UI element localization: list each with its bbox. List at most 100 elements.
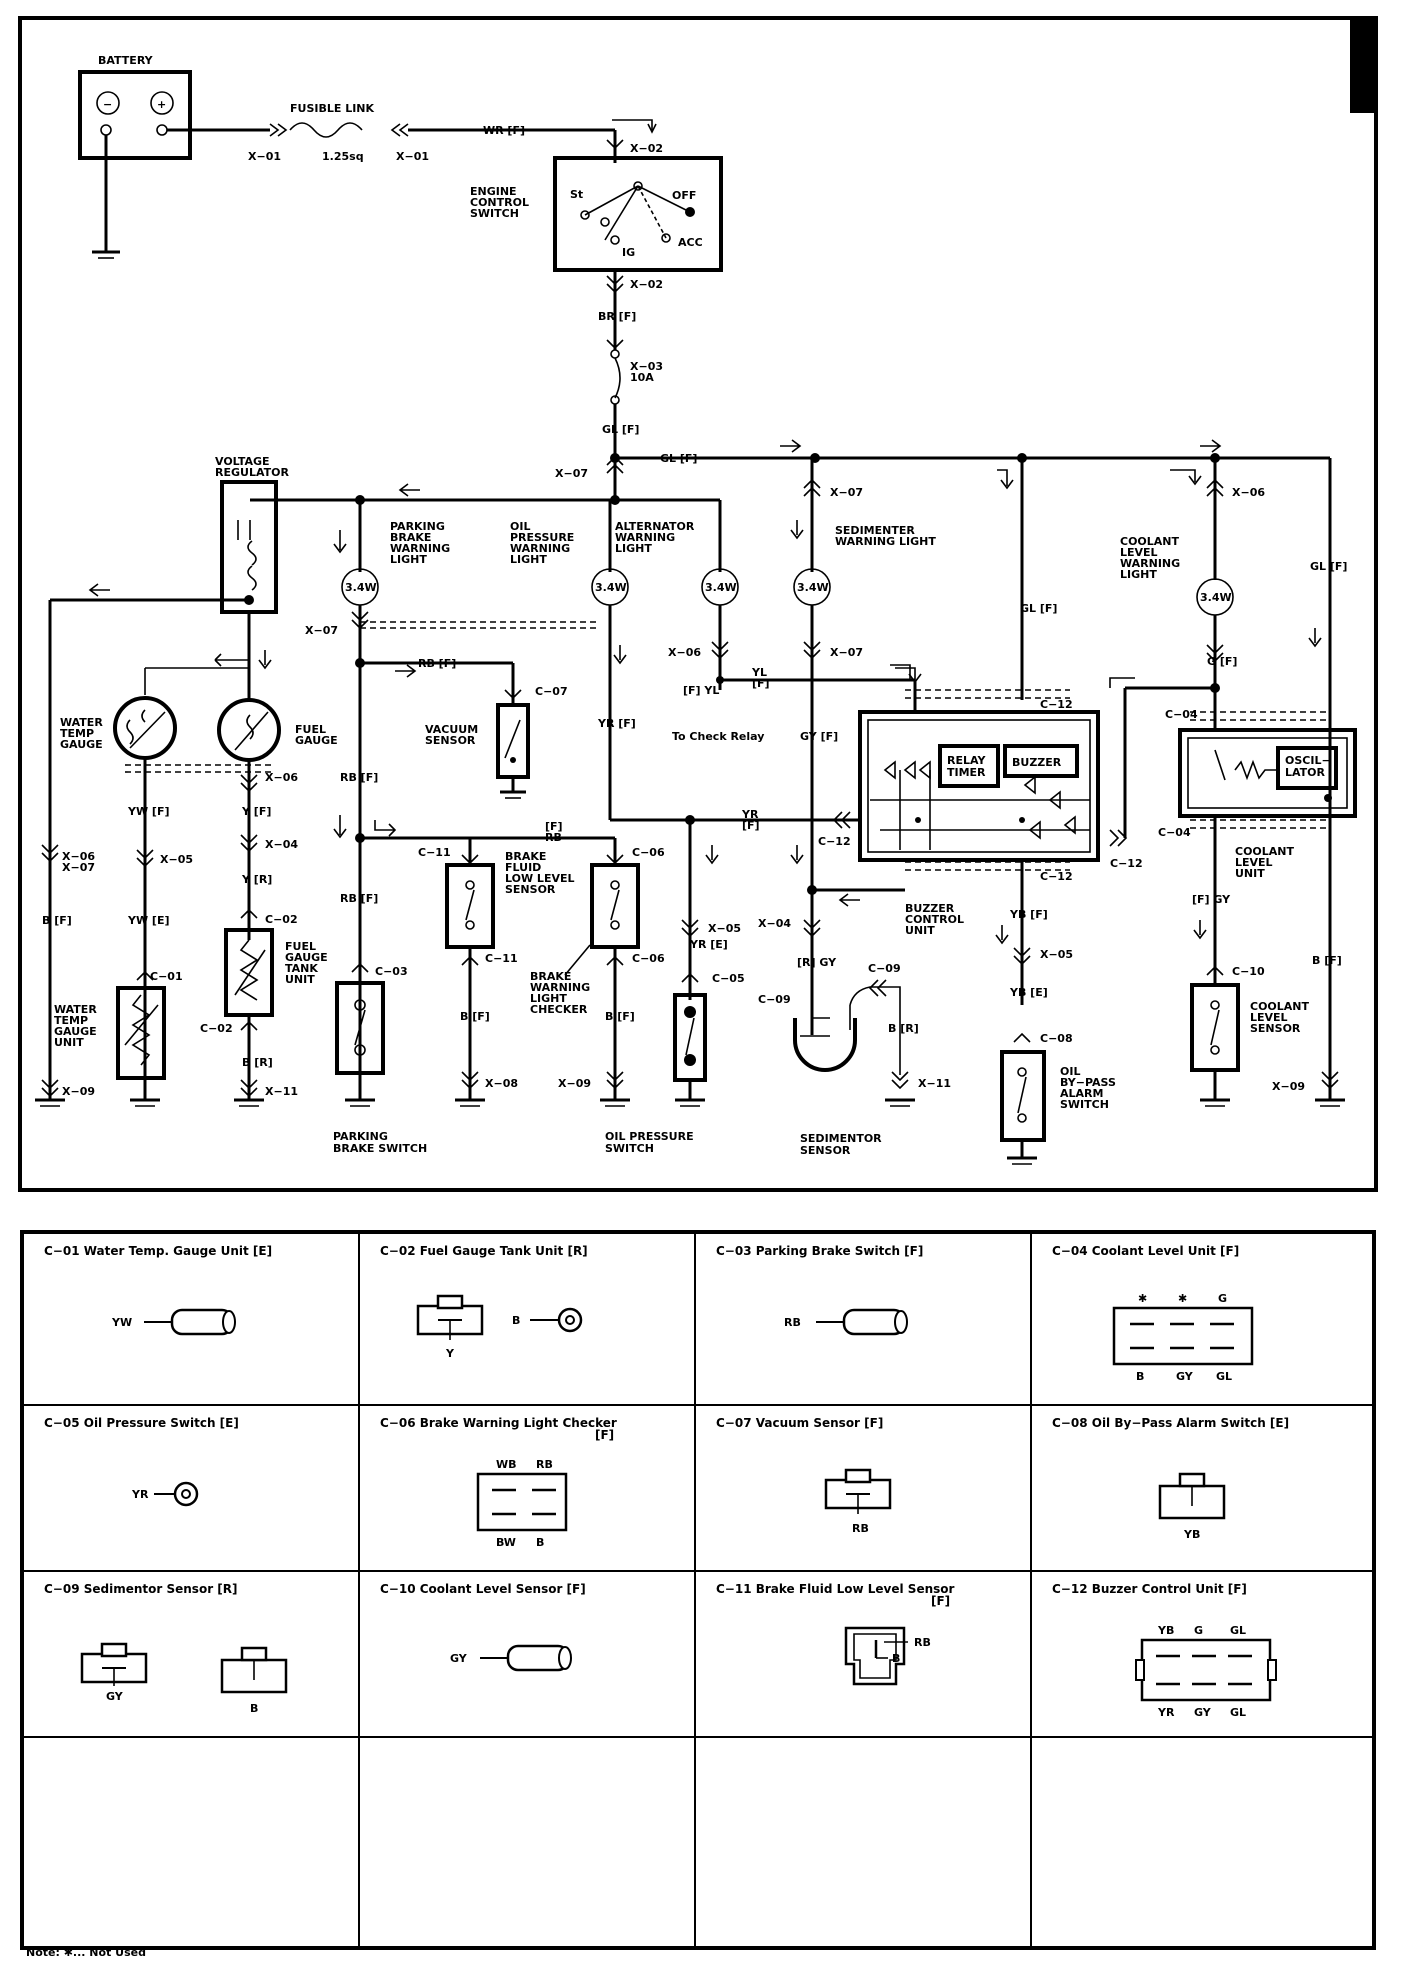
- svg-text:UNIT: UNIT: [54, 1036, 84, 1049]
- svg-text:WARNING: WARNING: [615, 531, 675, 544]
- svg-text:X−05: X−05: [708, 922, 741, 935]
- svg-text:SENSOR: SENSOR: [425, 734, 476, 747]
- connector-title-suffix: [F]: [931, 1594, 951, 1608]
- svg-text:X−06: X−06: [1232, 486, 1265, 499]
- connector-icon: YB YR G GY GL GL: [1135, 1624, 1277, 1719]
- pin-label: G: [1194, 1624, 1203, 1637]
- svg-text:WARNING: WARNING: [510, 542, 570, 555]
- connector-cell: C−11 Brake Fluid Low Level Sensor[F] RB …: [696, 1572, 1032, 1738]
- connector-icon: YR: [131, 1481, 199, 1507]
- svg-text:C−02: C−02: [265, 913, 298, 926]
- pin-label: YR: [131, 1488, 149, 1501]
- empty-cell: [24, 1738, 360, 1946]
- svg-text:RELAY: RELAY: [947, 754, 986, 767]
- connector-icon: WB BW RB B: [476, 1458, 568, 1549]
- svg-text:VOLTAGE: VOLTAGE: [215, 455, 270, 468]
- svg-text:X−11: X−11: [265, 1085, 298, 1098]
- svg-text:X−04: X−04: [758, 917, 791, 930]
- svg-text:X−08: X−08: [485, 1077, 518, 1090]
- svg-text:X−06: X−06: [62, 850, 95, 863]
- svg-text:YR [E]: YR [E]: [689, 938, 728, 951]
- svg-text:X−07: X−07: [555, 467, 588, 480]
- svg-text:BUZZER: BUZZER: [1012, 756, 1062, 769]
- oil-bypass-alarm-switch-box: [1000, 1050, 1046, 1142]
- svg-text:C−07: C−07: [535, 685, 568, 698]
- connector-cell: C−04 Coolant Level Unit [F] ✱ B ✱ GY G G…: [1032, 1234, 1372, 1406]
- pin-label: B: [250, 1702, 258, 1715]
- buzzer-box: [1003, 744, 1079, 778]
- svg-text:RB: RB: [545, 831, 562, 844]
- pin-label: YB: [1157, 1624, 1174, 1637]
- pin-label: YR: [1157, 1706, 1175, 1719]
- svg-text:C−11: C−11: [418, 846, 451, 859]
- pin-label: B: [512, 1314, 520, 1327]
- svg-text:[F]: [F]: [742, 819, 760, 832]
- svg-text:LATOR: LATOR: [1285, 766, 1326, 779]
- svg-text:GL [F]: GL [F]: [1310, 560, 1347, 573]
- svg-text:CHECKER: CHECKER: [530, 1003, 588, 1016]
- svg-text:FUEL: FUEL: [295, 723, 326, 736]
- svg-text:OIL PRESSURE: OIL PRESSURE: [605, 1130, 694, 1143]
- connector-cell: C−12 Buzzer Control Unit [F] YB YR G GY: [1032, 1572, 1372, 1738]
- connector-title: C−03 Parking Brake Switch [F]: [716, 1244, 924, 1258]
- svg-text:LEVEL: LEVEL: [1235, 856, 1273, 869]
- water-temp-gauge-unit-box: [116, 986, 166, 1080]
- svg-text:X−04: X−04: [265, 838, 298, 851]
- svg-text:Y [R]: Y [R]: [241, 873, 272, 886]
- svg-text:X−06: X−06: [668, 646, 701, 659]
- connector-cell: C−05 Oil Pressure Switch [E] YR: [24, 1406, 360, 1572]
- svg-text:GY [F]: GY [F]: [800, 730, 838, 743]
- battery-positive-terminal: [150, 91, 174, 115]
- connector-icon: RB: [784, 1308, 908, 1336]
- connector-title: C−05 Oil Pressure Switch [E]: [44, 1416, 239, 1430]
- svg-text:CONTROL: CONTROL: [905, 913, 964, 926]
- connector-icon: YB: [1158, 1472, 1226, 1541]
- svg-text:ALARM: ALARM: [1060, 1087, 1103, 1100]
- svg-text:TEMP: TEMP: [60, 727, 94, 740]
- svg-text:X−09: X−09: [62, 1085, 95, 1098]
- pin-label: B: [892, 1652, 900, 1665]
- battery-box: [78, 70, 192, 160]
- pin-label: RB: [852, 1522, 869, 1535]
- corner-tab: [1350, 18, 1376, 113]
- svg-text:C−04: C−04: [1158, 826, 1191, 839]
- connector-cell: C−09 Sedimentor Sensor [R] GY B: [24, 1572, 360, 1738]
- empty-cell: [696, 1738, 1032, 1946]
- connector-icon: GY B: [80, 1642, 288, 1715]
- connector-title: C−11 Brake Fluid Low Level Sensor: [716, 1582, 955, 1596]
- connector-title: C−04 Coolant Level Unit [F]: [1052, 1244, 1240, 1258]
- connector-icon: RB B: [844, 1626, 931, 1686]
- pin-label: GL: [1230, 1624, 1246, 1637]
- svg-text:YW [E]: YW [E]: [127, 914, 170, 927]
- svg-text:LEVEL: LEVEL: [1120, 546, 1158, 559]
- sedimentor-sensor-bowl: [793, 1018, 857, 1072]
- svg-text:RB [F]: RB [F]: [340, 892, 378, 905]
- svg-text:YR: YR: [741, 808, 759, 821]
- svg-text:GAUGE: GAUGE: [295, 734, 338, 747]
- svg-text:LEVEL: LEVEL: [1250, 1011, 1288, 1024]
- vacuum-sensor-box: [496, 703, 530, 779]
- svg-text:C−01: C−01: [150, 970, 183, 983]
- connector-title: C−01 Water Temp. Gauge Unit [E]: [44, 1244, 273, 1258]
- pin-label: B: [1136, 1370, 1144, 1383]
- battery-plus: +: [157, 98, 166, 111]
- svg-text:YB [F]: YB [F]: [1009, 908, 1048, 921]
- svg-text:IG: IG: [622, 246, 635, 259]
- svg-text:UNIT: UNIT: [1235, 867, 1265, 880]
- svg-text:LIGHT: LIGHT: [530, 992, 567, 1005]
- svg-text:OIL: OIL: [1060, 1065, 1080, 1078]
- pin-label: RB: [914, 1636, 931, 1649]
- svg-text:WARNING: WARNING: [390, 542, 450, 555]
- svg-text:CONTROL: CONTROL: [470, 196, 529, 209]
- svg-text:GAUGE: GAUGE: [54, 1025, 97, 1038]
- engine-control-switch-box: [553, 156, 723, 272]
- pin-label: GL: [1216, 1370, 1232, 1383]
- svg-text:WR [F]: WR [F]: [483, 124, 525, 137]
- svg-text:UNIT: UNIT: [905, 924, 935, 937]
- svg-text:SEDIMENTOR: SEDIMENTOR: [800, 1132, 882, 1145]
- pin-label: YW: [111, 1316, 132, 1329]
- svg-text:1.25sq: 1.25sq: [322, 150, 364, 163]
- svg-text:COOLANT: COOLANT: [1120, 535, 1180, 548]
- svg-text:St: St: [570, 188, 583, 201]
- svg-text:LIGHT: LIGHT: [510, 553, 547, 566]
